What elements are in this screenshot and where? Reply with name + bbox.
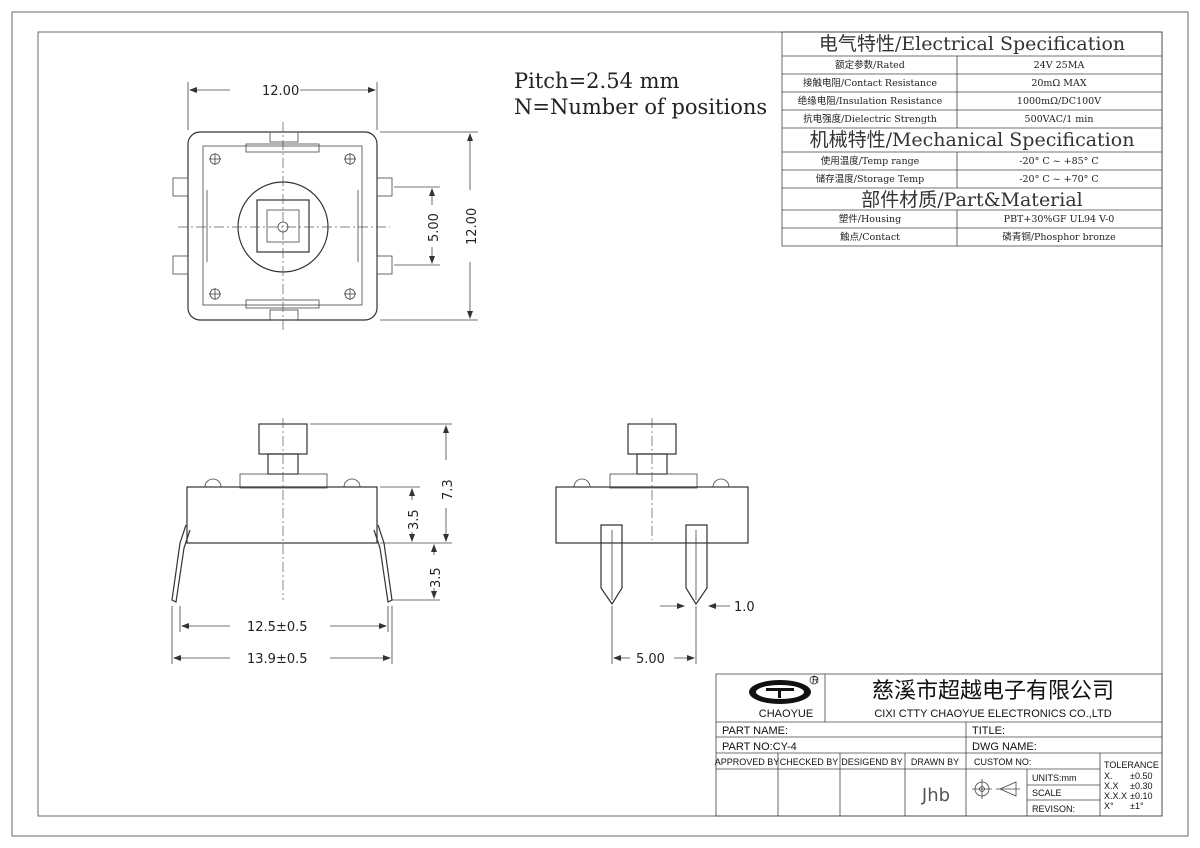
positions-note: N=Number of positions — [514, 95, 767, 119]
rated-label: 额定参数/Rated — [835, 59, 905, 71]
projection-symbol — [972, 779, 1020, 799]
dielectric-strength-label: 抗电强度/Dielectric Strength — [803, 113, 937, 125]
dim-side-pin-spacing: 5.00 — [636, 652, 665, 667]
part-no-label: PART NO:CY-4 — [722, 741, 797, 753]
dim-total-height: 7.3 — [441, 479, 456, 500]
custom-no-label: CUSTOM NO: — [974, 757, 1031, 767]
approved-by-label: APPROVED BY — [715, 757, 780, 767]
drawn-by-signature: Jhb — [921, 785, 950, 806]
brand-name: CHAOYUE — [759, 708, 813, 720]
housing-value: PBT+30%GF UL94 V-0 — [1004, 214, 1115, 225]
front-view — [171, 418, 393, 603]
svg-text:R: R — [812, 675, 819, 685]
storage-temp-value: -20° C ~ +70° C — [1019, 174, 1098, 185]
dielectric-strength-value: 500VAC/1 min — [1025, 114, 1094, 125]
dim-lead-thickness: 1.0 — [734, 600, 755, 615]
temp-range-label: 使用温度/Temp range — [821, 155, 920, 167]
title-label: TITLE: — [972, 725, 1005, 737]
company-name-cn: 慈溪市超越电子有限公司 — [872, 679, 1114, 704]
chaoyue-logo: R — [749, 675, 819, 704]
top-view-dimensions: 12.00 12.00 5.00 — [187, 82, 480, 321]
contact-material-label: 触点/Contact — [840, 231, 900, 243]
insulation-resistance-value: 1000mΩ/DC100V — [1017, 96, 1101, 107]
dim-outer-span: 13.9±0.5 — [247, 652, 308, 667]
material-title: 部件材质/Part&Material — [861, 189, 1083, 211]
dim-pin-spacing: 5.00 — [427, 213, 442, 242]
contact-resistance-value: 20mΩ MAX — [1031, 78, 1087, 89]
title-block: R CHAOYUE 慈溪市超越电子有限公司 CIXI CTTY CHAOYUE … — [715, 673, 1163, 817]
side-view — [555, 418, 749, 606]
electrical-spec-title: 电气特性/Electrical Specification — [819, 33, 1125, 55]
dim-body-height: 3.5 — [407, 509, 422, 530]
units-label: UNITS:mm — [1032, 773, 1077, 783]
dim-lead-length: 3.5 — [429, 567, 444, 588]
scale-label: SCALE — [1032, 788, 1062, 798]
insulation-resistance-label: 绝缘电阻/Insulation Resistance — [798, 95, 943, 107]
tolerance-key-4: X° — [1104, 801, 1114, 811]
drawn-by-label: DRAWN BY — [911, 757, 959, 767]
revision-label: REVISON: — [1032, 804, 1075, 814]
dim-top-height: 12.00 — [465, 208, 480, 245]
checked-by-label: CHECKED BY — [780, 757, 839, 767]
dim-top-width: 12.00 — [262, 84, 299, 99]
temp-range-value: -20° C ~ +85° C — [1019, 156, 1098, 167]
tolerance-key-2: X.X — [1104, 781, 1119, 791]
outer-border — [11, 11, 1189, 837]
mechanical-spec-title: 机械特性/Mechanical Specification — [810, 129, 1135, 151]
pitch-note: Pitch=2.54 mm — [514, 69, 680, 93]
side-view-dimensions: 5.00 1.0 — [611, 600, 755, 667]
dwg-name-label: DWG NAME: — [972, 741, 1037, 753]
front-view-dimensions: 7.3 3.5 3.5 12.5±0.5 13.9±0.5 — [171, 423, 456, 667]
inner-border — [37, 31, 1163, 817]
housing-label: 塑件/Housing — [839, 213, 901, 225]
tolerance-value-4: ±1° — [1130, 801, 1144, 811]
spec-table: 电气特性/Electrical Specification 额定参数/Rated… — [781, 31, 1163, 247]
dim-inner-span: 12.5±0.5 — [247, 620, 308, 635]
top-view — [172, 122, 393, 332]
company-name-en: CIXI CTTY CHAOYUE ELECTRONICS CO.,LTD — [874, 708, 1111, 720]
designed-by-label: DESIGEND BY — [841, 757, 903, 767]
tolerance-value-3: ±0.10 — [1130, 791, 1152, 801]
tolerance-value-2: ±0.30 — [1130, 781, 1152, 791]
tolerance-value-1: ±0.50 — [1130, 771, 1152, 781]
tolerance-key-1: X. — [1104, 771, 1113, 781]
storage-temp-label: 储存温度/Storage Temp — [816, 173, 925, 185]
part-name-label: PART NAME: — [722, 725, 788, 737]
rated-value: 24V 25MA — [1034, 60, 1085, 71]
contact-material-value: 磷青铜/Phosphor bronze — [1002, 231, 1116, 243]
contact-resistance-label: 接触电阻/Contact Resistance — [803, 77, 937, 89]
tolerance-key-3: X.X.X — [1104, 791, 1127, 801]
tolerance-title: TOLERANCE — [1104, 760, 1159, 770]
